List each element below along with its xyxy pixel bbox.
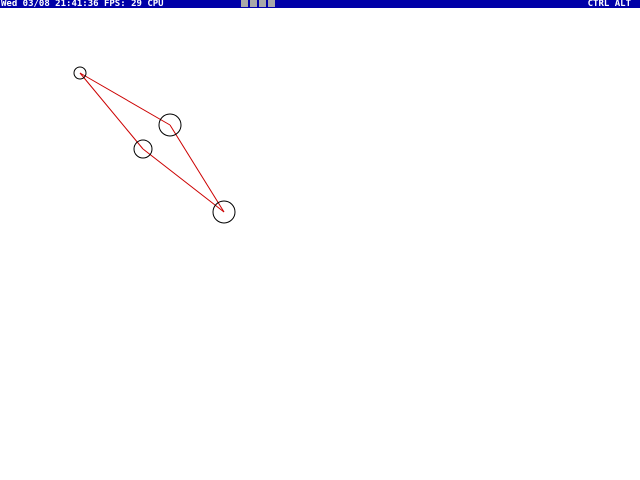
edge-c-d <box>142 148 225 213</box>
cpu-meter-cell <box>241 0 248 7</box>
cpu-meter-cell <box>259 0 266 7</box>
cpu-meter-cell <box>268 0 275 7</box>
cpu-meter-cell <box>250 0 257 7</box>
cpu-meter <box>241 0 275 8</box>
cpu-label: CPU <box>147 0 164 8</box>
edge-a-c <box>79 72 144 150</box>
datetime-text: Wed 03/08 21:41:36 <box>1 0 99 8</box>
edge-b-d <box>169 124 225 213</box>
status-bar: Wed 03/08 21:41:36 FPS: 29 CPU CTRL ALT <box>0 0 640 8</box>
fps-value: 29 <box>131 0 142 8</box>
node-d[interactable] <box>212 200 236 224</box>
edge-a-b <box>79 72 171 126</box>
modifier-keys-indicator: CTRL ALT <box>587 0 631 8</box>
node-c[interactable] <box>133 139 153 159</box>
status-left: Wed 03/08 21:41:36 FPS: 29 CPU <box>1 0 164 8</box>
node-a[interactable] <box>73 66 87 80</box>
fps-label: FPS: <box>103 0 126 8</box>
node-b[interactable] <box>158 113 182 137</box>
